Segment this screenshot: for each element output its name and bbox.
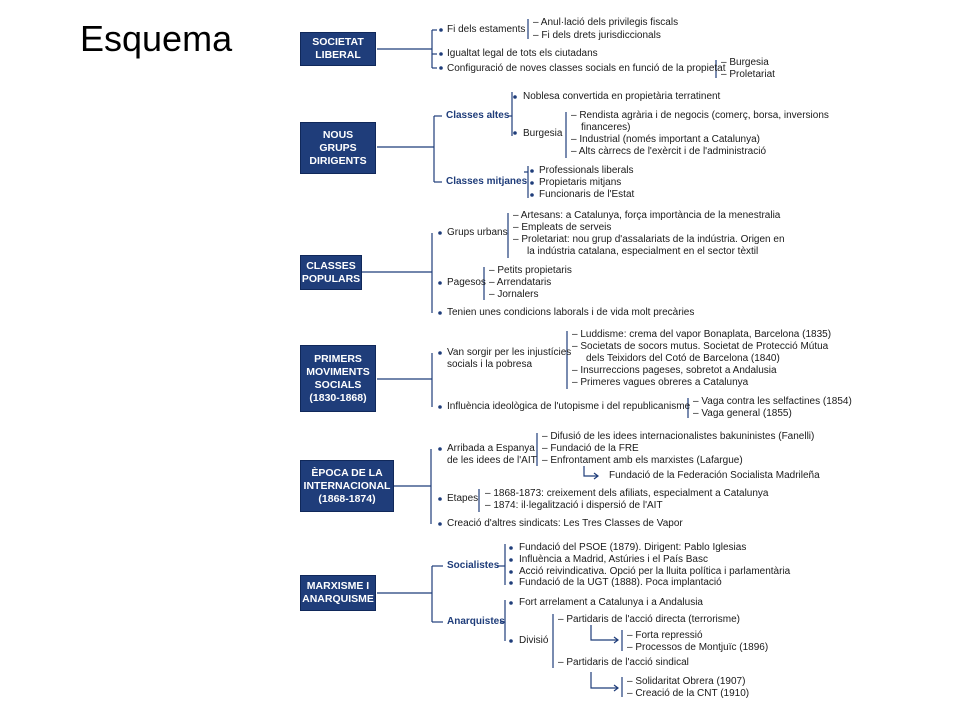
item-solidaritat: – Solidaritat Obrera (1907) [627, 676, 746, 687]
category-classes-altes: Classes altes [446, 110, 510, 121]
item-grups-urbans: Grups urbans [447, 227, 508, 238]
item-vagues: – Primeres vagues obreres a Catalunya [572, 377, 749, 388]
item-burgesia: – Burgesia [721, 57, 769, 68]
box-line: ÈPOCA DE LA [311, 466, 383, 479]
item-societats-cont: dels Teixidors del Cotó de Barcelona (18… [586, 353, 780, 364]
item-divisio: Divisió [519, 635, 549, 646]
item-industrial: – Industrial (només important a Cataluny… [571, 134, 760, 145]
item-fort-arrelament: Fort arrelament a Catalunya i a Andalusi… [519, 597, 703, 608]
item-proletariat-urba: – Proletariat: nou grup d'assalariats de… [513, 234, 785, 245]
item-societats: – Societats de socors mutus. Societat de… [572, 341, 829, 352]
item-van-sorgir: Van sorgir per les injustícies [447, 347, 572, 358]
box-line: (1868-1874) [318, 492, 376, 505]
item-cnt: – Creació de la CNT (1910) [627, 688, 750, 699]
item-arrendataris: – Arrendataris [489, 277, 552, 288]
item-arribada-cont: de les idees de l'AIT [447, 455, 537, 466]
item-rendista: – Rendista agrària i de negocis (comerç,… [571, 110, 829, 121]
item-ugt: Fundació de la UGT (1888). Poca implanta… [519, 577, 722, 588]
item-noblesa: Noblesa convertida en propietària terrat… [523, 91, 721, 102]
item-etapa-2: – 1874: il·legalització i dispersió de l… [485, 500, 663, 511]
box-line: POPULARS [301, 272, 361, 285]
item-insurreccions: – Insurreccions pageses, sobretot a Anda… [572, 365, 777, 376]
page-title: Esquema [80, 18, 233, 59]
item-arribada: Arribada a Espanya [447, 443, 535, 454]
box-nous-grups-dirigents: NOUS GRUPS DIRIGENTS [300, 122, 376, 174]
box-classes-populars: CLASSES POPULARS [300, 255, 362, 290]
box-societat-liberal: SOCIETAT LIBERAL [300, 32, 376, 66]
item-processos: – Processos de Montjuïc (1896) [627, 642, 769, 653]
item-etapes: Etapes [447, 493, 479, 504]
box-epoca-internacional: ÈPOCA DE LA INTERNACIONAL (1868-1874) [300, 460, 394, 512]
category-classes-mitjanes: Classes mitjanes [446, 176, 528, 187]
box-line: INTERNACIONAL [303, 479, 391, 492]
box-line: DIRIGENTS [309, 154, 367, 167]
box-line: MOVIMENTS [306, 365, 370, 378]
item-alts: – Alts càrrecs de l'exèrcit i de l'admin… [571, 146, 767, 157]
item-van-sorgir-cont: socials i la pobresa [447, 359, 533, 370]
item-burgesia-altes: Burgesia [523, 128, 563, 139]
item-accio-directa: – Partidaris de l'acció directa (terrori… [558, 614, 740, 625]
item-funcionaris: Funcionaris de l'Estat [539, 189, 635, 200]
item-creacio-sindicats: Creació d'altres sindicats: Les Tres Cla… [447, 518, 683, 529]
item-estaments: Fi dels estaments [447, 24, 526, 35]
item-forta-repressio: – Forta repressió [627, 630, 703, 641]
box-line: LIBERAL [315, 49, 361, 61]
item-luddisme: – Luddisme: crema del vapor Bonaplata, B… [572, 329, 832, 340]
item-fre: – Fundació de la FRE [542, 443, 639, 454]
box-primers-moviments: PRIMERS MOVIMENTS SOCIALS (1830-1868) [300, 345, 376, 412]
item-configuracio: Configuració de noves classes socials en… [447, 63, 726, 74]
box-line: NOUS [322, 128, 354, 141]
box-line: ANARQUISME [302, 593, 374, 605]
item-jornalers: – Jornalers [489, 289, 539, 300]
item-difusio: – Difusió de les idees internacionaliste… [542, 431, 815, 442]
item-enfrontament: – Enfrontament amb els marxistes (Lafarg… [542, 455, 743, 466]
item-vaga-general: – Vaga general (1855) [693, 408, 792, 419]
box-line: PRIMERS [314, 352, 362, 365]
box-line: CLASSES [306, 259, 356, 272]
item-proletariat-urba-cont: la indústria catalana, especialment en e… [527, 246, 759, 257]
item-vaga-selfactines: – Vaga contra les selfactines (1854) [693, 396, 852, 407]
item-influencia-madrid: Influència a Madrid, Astúries i el País … [519, 554, 708, 565]
box-line: MARXISME I [306, 580, 370, 592]
category-socialistes: Socialistes [447, 560, 500, 571]
box-marxisme-anarquisme: MARXISME I ANARQUISME [300, 575, 376, 611]
item-etapa-1: – 1868-1873: creixement dels afiliats, e… [485, 488, 769, 499]
category-anarquistes: Anarquistes [447, 616, 505, 627]
item-drets: – Fi dels drets jurisdiccionals [533, 30, 661, 41]
item-anulacio: – Anul·lació dels privilegis fiscals [533, 17, 679, 28]
item-empleats: – Empleats de serveis [513, 222, 612, 233]
box-line: (1830-1868) [309, 391, 367, 404]
item-igualtat: Igualtat legal de tots els ciutadans [447, 48, 598, 59]
item-condicions: Tenien unes condicions laborals i de vid… [447, 307, 695, 318]
item-accio-sindical: – Partidaris de l'acció sindical [558, 657, 689, 668]
item-proletariat: – Proletariat [721, 69, 775, 80]
item-propietaris: Propietaris mitjans [539, 177, 622, 188]
item-federacio: Fundació de la Federación Socialista Mad… [609, 470, 820, 481]
item-petits: – Petits propietaris [489, 265, 572, 276]
item-psoe: Fundació del PSOE (1879). Dirigent: Pabl… [519, 542, 747, 553]
item-influencia-ideologica: Influència ideològica de l'utopisme i de… [447, 401, 691, 412]
item-rendista-cont: financeres) [581, 122, 631, 133]
item-pagesos: Pagesos [447, 277, 486, 288]
box-line: GRUPS [319, 141, 357, 154]
box-line: SOCIETAT [312, 36, 364, 48]
item-professionals: Professionals liberals [539, 165, 634, 176]
item-accio-reivindicativa: Acció reivindicativa. Opció per la lluit… [519, 566, 791, 577]
item-artesans: – Artesans: a Catalunya, força importànc… [513, 210, 781, 221]
box-line: SOCIALS [314, 378, 362, 391]
